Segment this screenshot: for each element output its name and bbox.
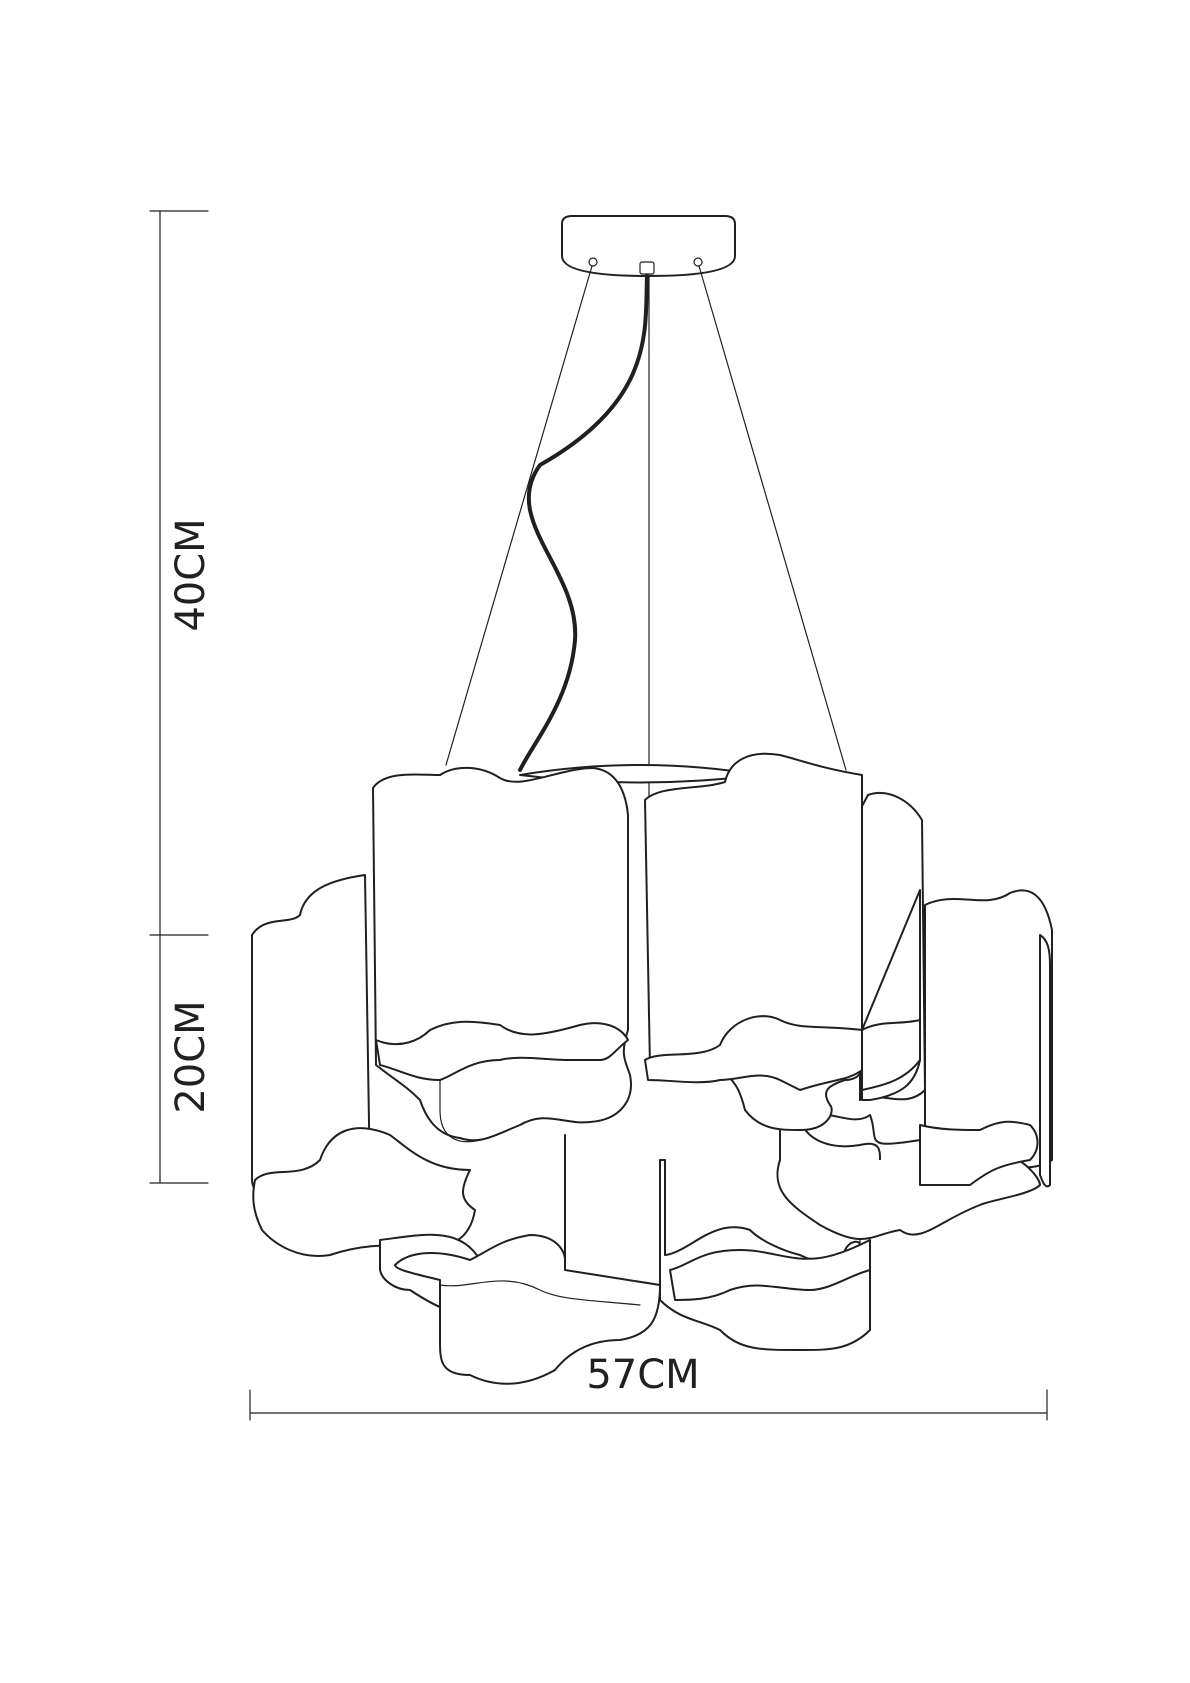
- shade-height-label: 20CM: [168, 1000, 214, 1113]
- shade-right-main: [644, 752, 921, 1131]
- shade-left-lower: [379, 1134, 661, 1385]
- total-drop-label: 40CM: [168, 518, 214, 631]
- shade-left-front: [372, 766, 632, 1143]
- shade-right-middle: [659, 1120, 1039, 1351]
- ceiling-canopy: [561, 215, 736, 277]
- horizontal-dimension: [249, 1389, 1048, 1421]
- vertical-dimension: [149, 210, 209, 1184]
- shade-right-front: [776, 1111, 1041, 1325]
- width-label: 57CM: [586, 1352, 699, 1398]
- shade-left-back: [251, 874, 476, 1257]
